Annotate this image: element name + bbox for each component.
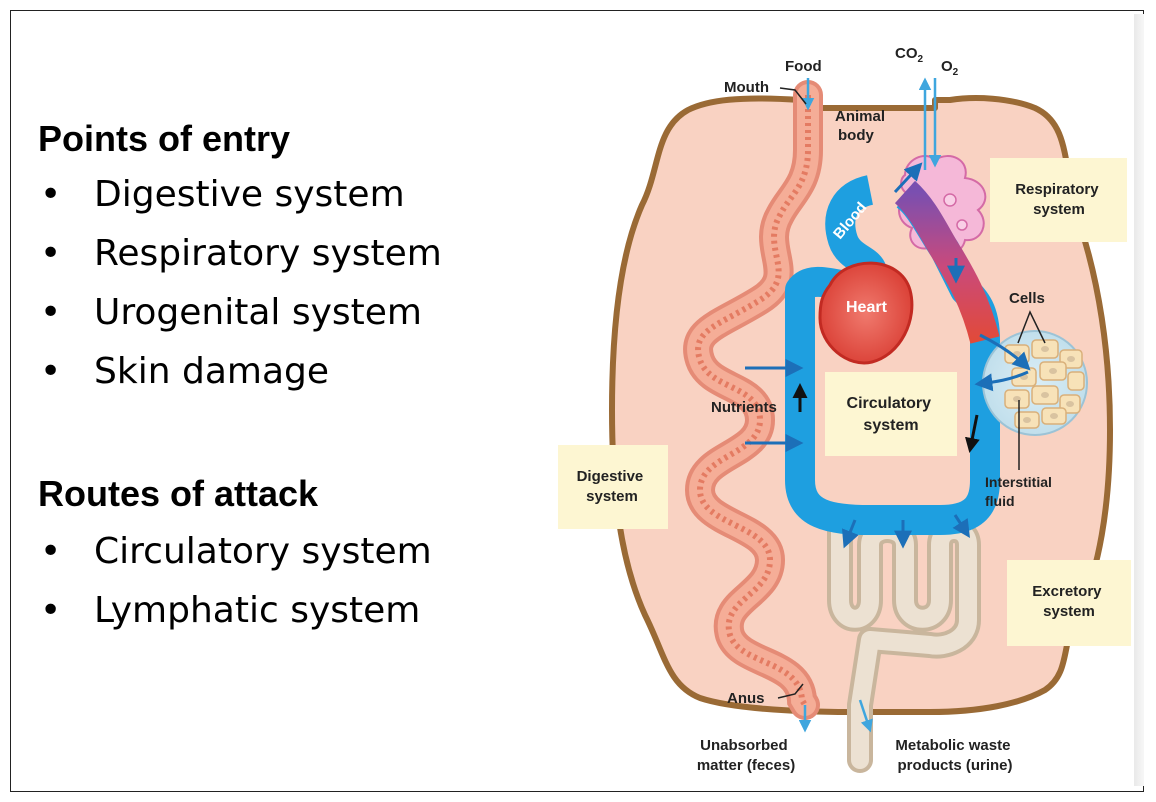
label-box-excretory bbox=[1007, 560, 1131, 646]
flow-down-arrow bbox=[964, 414, 980, 453]
list-item-text: Lymphatic system bbox=[94, 590, 421, 631]
bullet-icon: • bbox=[40, 174, 62, 215]
list-item-text: Circulatory system bbox=[94, 531, 432, 572]
mouth-leader bbox=[779, 87, 807, 105]
heading-points-of-entry: Points of entry bbox=[38, 118, 291, 159]
label-box-respiratory bbox=[990, 158, 1127, 242]
label-heart: Heart bbox=[846, 299, 888, 316]
label-circulatory-system: Circulatory system bbox=[847, 395, 936, 434]
list-item: • Urogenital system bbox=[38, 288, 442, 347]
list-item-text: Respiratory system bbox=[94, 233, 442, 274]
label-interstitial-fluid: Interstitial fluid bbox=[985, 474, 1056, 509]
label-unabsorbed-matter: Unabsorbed matter (feces) bbox=[697, 737, 795, 774]
list-item: • Lymphatic system bbox=[38, 586, 432, 645]
label-metabolic-waste: Metabolic waste products (urine) bbox=[895, 737, 1014, 774]
excretory-tubule-fill bbox=[831, 521, 977, 769]
digestive-tract-lining bbox=[695, 95, 811, 707]
slide-edge-shadow bbox=[1134, 14, 1144, 786]
oxygenated-vessel bbox=[894, 180, 1000, 344]
label-o2: O2 bbox=[941, 58, 959, 78]
label-nutrients: Nutrients bbox=[711, 399, 777, 416]
label-mouth: Mouth bbox=[724, 79, 769, 96]
label-food: Food bbox=[785, 58, 822, 75]
bullet-icon: • bbox=[40, 351, 62, 392]
bullet-icon: • bbox=[40, 233, 62, 274]
heart-icon bbox=[818, 261, 914, 365]
label-excretory-system: Excretory system bbox=[1032, 583, 1105, 620]
list-item: • Digestive system bbox=[38, 170, 442, 229]
routes-of-attack-list: • Circulatory system • Lymphatic system bbox=[38, 527, 432, 645]
bullet-icon: • bbox=[40, 531, 62, 572]
bullet-icon: • bbox=[40, 590, 62, 631]
list-item-text: Urogenital system bbox=[94, 292, 422, 333]
label-anus: Anus bbox=[727, 690, 765, 707]
cells-to-blood-arrow bbox=[974, 370, 1029, 392]
label-cells: Cells bbox=[1009, 290, 1045, 307]
urine-arrow bbox=[858, 699, 873, 733]
list-item-text: Digestive system bbox=[94, 174, 405, 215]
label-respiratory-system: Respiratory system bbox=[1015, 181, 1103, 218]
list-item-text: Skin damage bbox=[94, 351, 330, 392]
list-item: • Circulatory system bbox=[38, 527, 432, 586]
points-of-entry-list: • Digestive system • Respiratory system • U… bbox=[38, 170, 442, 406]
label-box-digestive bbox=[558, 445, 668, 529]
label-digestive-system: Digestive system bbox=[577, 468, 648, 505]
bullet-icon: • bbox=[40, 292, 62, 333]
list-item: • Respiratory system bbox=[38, 229, 442, 288]
label-co2: CO2 bbox=[895, 45, 924, 65]
heading-routes-of-attack: Routes of attack bbox=[38, 473, 319, 514]
blood-to-cells-arrow bbox=[979, 333, 1031, 371]
anus-leader bbox=[777, 683, 804, 699]
cells-leader bbox=[1017, 310, 1046, 344]
label-animal-body: Animal body bbox=[835, 108, 889, 144]
list-item: • Skin damage bbox=[38, 347, 442, 406]
label-box-circulatory bbox=[825, 372, 957, 456]
waste-arrow-1 bbox=[841, 519, 859, 549]
waste-arrow-3 bbox=[952, 514, 970, 539]
blood-to-lung-arrow bbox=[893, 162, 923, 194]
